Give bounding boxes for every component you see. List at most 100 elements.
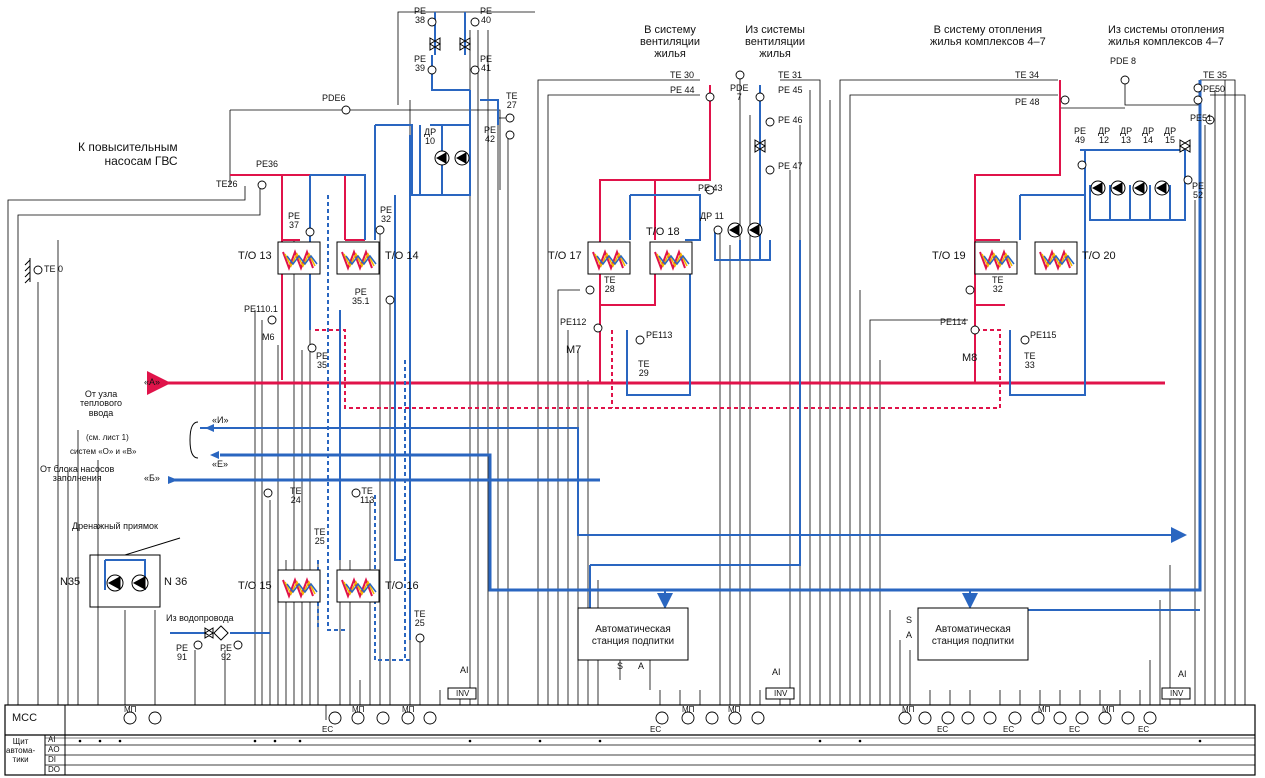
- pump-icon: [106, 574, 124, 592]
- label-station-left-a: A: [638, 661, 645, 671]
- label-heat-to: В систему отопления жилья комплексов 4–7: [930, 24, 1046, 49]
- pump-icon: [434, 150, 450, 166]
- tag-pe46: РЕ 46: [778, 115, 803, 125]
- label-mp: МП: [402, 705, 415, 714]
- heat-exchanger-13: [277, 241, 321, 275]
- tag-pe37: РЕ 37: [288, 211, 301, 231]
- pipe-b-arrow: [168, 476, 178, 484]
- label-to16: Т/О 16: [385, 580, 419, 592]
- panel-devices: [123, 711, 1157, 725]
- tag-pde7: РDЕ 7: [730, 83, 749, 103]
- row-ai: AI: [48, 735, 56, 744]
- pump-icon: [1090, 180, 1106, 196]
- label-station-right-a: A: [906, 630, 913, 640]
- station-left-box: [577, 607, 689, 661]
- tag-n36: N 36: [164, 576, 188, 588]
- tag-dr10: ДР 10: [424, 127, 437, 147]
- label-to15: Т/О 15: [238, 580, 272, 592]
- tag-pe351: РЕ 35.1: [352, 287, 370, 307]
- tag-te28: ТЕ 28: [604, 275, 616, 295]
- return-piping: [104, 12, 1202, 640]
- label-to14: Т/О 14: [385, 250, 419, 262]
- pump-icon: [1110, 180, 1126, 196]
- label-from-node: От узла теплового ввода: [80, 389, 123, 418]
- tag-pe43: РЕ 43: [698, 183, 723, 193]
- tag-n35: N35: [60, 576, 81, 588]
- tag-te25a: ТЕ 25: [314, 527, 326, 547]
- label-drain-pit: Дренажный приямок: [72, 521, 158, 531]
- label-ai-right: AI: [1178, 669, 1187, 679]
- pumps: [106, 150, 1170, 592]
- drain-pit-box: [89, 554, 161, 608]
- tag-te24: ТЕ 24: [290, 486, 302, 506]
- tag-pe48: РЕ 48: [1015, 97, 1040, 107]
- tag-te0: ТЕ 0: [44, 264, 64, 274]
- heat-exchangers: [277, 241, 1078, 603]
- label-mp: МП: [728, 705, 741, 714]
- tag-dr13: ДР 13: [1120, 126, 1133, 146]
- tag-pe113: РЕ113: [646, 330, 673, 340]
- heat-exchanger-14: [336, 241, 380, 275]
- label-mp: МП: [902, 705, 915, 714]
- label-station-left: Автоматическая станция подпитки: [591, 624, 675, 647]
- heat-exchanger-15: [277, 569, 321, 603]
- pump-icon: [1154, 180, 1170, 196]
- brace: [189, 421, 199, 459]
- label-mp: МП: [682, 705, 695, 714]
- tag-te113: ТЕ 113: [360, 486, 375, 506]
- tag-pe114: РЕ114: [940, 317, 967, 327]
- label-vent-from: Из системы вентиляции жилья: [745, 24, 806, 61]
- pipe-tag-e: «Е»: [212, 459, 229, 469]
- label-systems: систем «О» и «В»: [70, 447, 137, 456]
- label-mp: МП: [1038, 705, 1051, 714]
- label-inv-left: INV: [456, 689, 470, 698]
- supply-bypass-dashed: [315, 329, 1001, 409]
- tag-pde8: РDЕ 8: [1110, 56, 1137, 66]
- pump-icon: [454, 150, 470, 166]
- panel-row-dots: [78, 739, 1202, 743]
- label-mcc: МСС: [12, 712, 38, 724]
- tag-pe35: РЕ 35: [316, 351, 329, 371]
- label-ai-left: AI: [460, 665, 469, 675]
- mcc-panel: [4, 704, 1256, 776]
- tag-pe91: РЕ 91: [176, 643, 189, 663]
- pump-icon: [131, 574, 149, 592]
- tag-pe47: РЕ 47: [778, 161, 803, 171]
- label-station-right: Автоматическая станция подпитки: [931, 624, 1015, 647]
- pipe-tag-b: «Б»: [144, 473, 160, 483]
- tag-pe115: РЕ115: [1030, 330, 1057, 340]
- pipe-tag-a: «А»: [144, 377, 161, 387]
- tag-te26: ТЕ26: [216, 179, 238, 189]
- tag-m8: М8: [962, 352, 978, 364]
- tag-pe45: РЕ 45: [778, 85, 803, 95]
- tag-pe42: РЕ 42: [484, 125, 497, 145]
- pump-icon: [747, 222, 763, 238]
- label-station-right-s: S: [906, 615, 913, 625]
- tag-te32: ТЕ 32: [992, 275, 1004, 295]
- row-di: DI: [48, 755, 56, 764]
- tag-pe52: РЕ 52: [1192, 181, 1205, 201]
- tag-pe51: РЕ51: [1190, 113, 1213, 123]
- tag-pe50: РЕ50: [1203, 84, 1226, 94]
- sensor-circles: [33, 17, 1215, 650]
- label-to19: Т/О 19: [932, 250, 966, 262]
- pipe-tag-i: «И»: [212, 415, 229, 425]
- tag-te34: ТЕ 34: [1015, 70, 1040, 80]
- tag-pe110: РЕ110.1: [244, 304, 278, 314]
- row-do: DO: [48, 765, 60, 774]
- label-vent-to: В систему вентиляции жилья: [640, 24, 701, 61]
- label-ec: ЕС: [1138, 725, 1150, 734]
- label-shield: Щит автома- тики: [6, 737, 36, 764]
- label-boosters: К повысительным насосам ГВС: [78, 140, 178, 168]
- label-to17: Т/О 17: [548, 250, 582, 262]
- label-to13: Т/О 13: [238, 250, 272, 262]
- label-mp: МП: [1102, 705, 1115, 714]
- tag-te27: ТЕ 27: [506, 91, 518, 111]
- tag-pe44: РЕ 44: [670, 85, 695, 95]
- tag-m6: М6: [262, 332, 275, 342]
- heat-exchanger-19: [974, 241, 1018, 275]
- drain-pit-leader: [124, 537, 181, 556]
- label-from-pumps: От блока насосов заполнения: [40, 464, 115, 484]
- tag-te30: ТЕ 30: [670, 70, 695, 80]
